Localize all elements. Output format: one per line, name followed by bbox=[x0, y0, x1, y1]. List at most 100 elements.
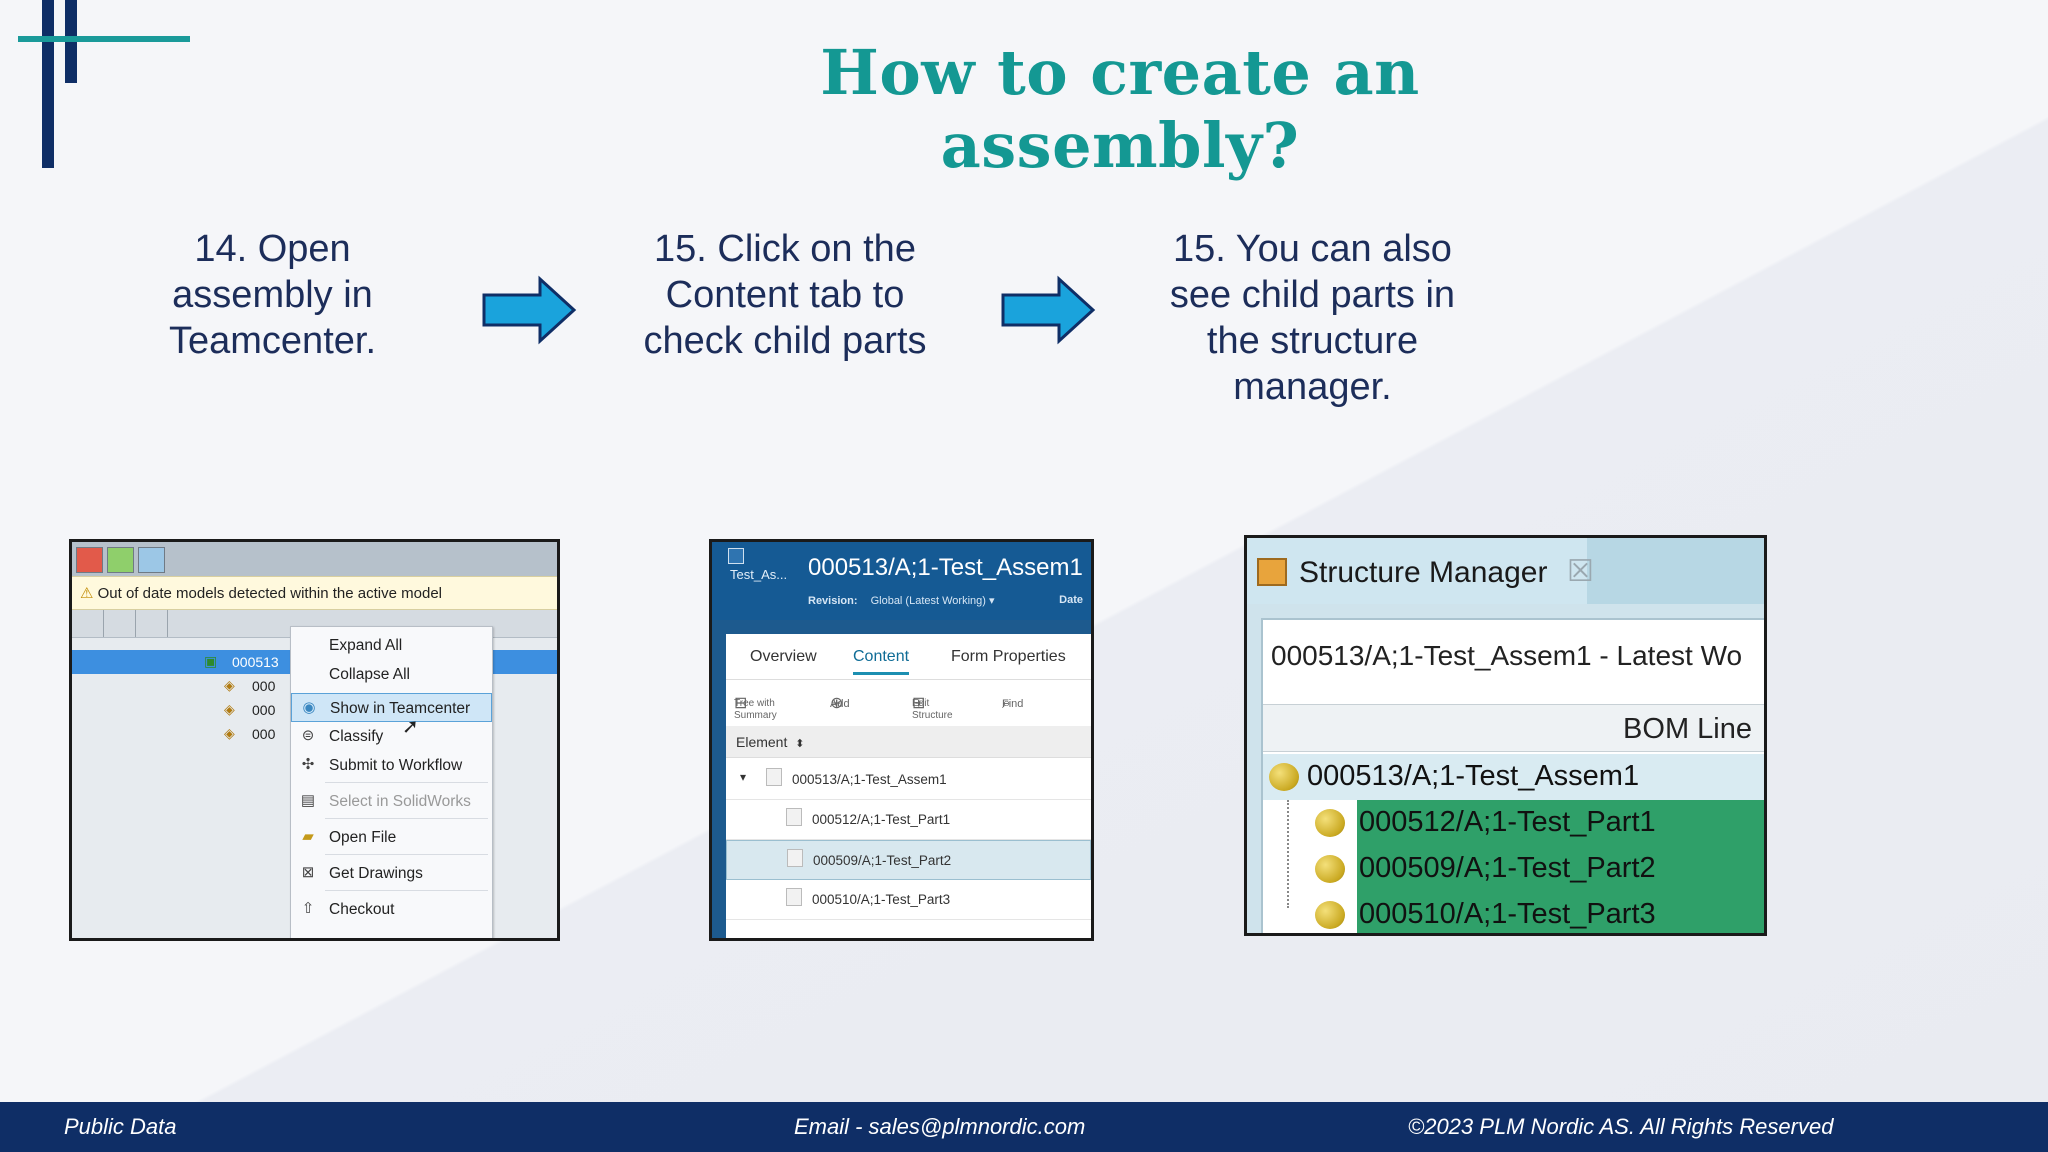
menu-separator bbox=[325, 854, 488, 855]
menu-separator bbox=[325, 890, 488, 891]
refresh-icon[interactable] bbox=[107, 547, 134, 573]
revision-rule[interactable]: Revision: Global (Latest Working) ▾ bbox=[808, 594, 995, 607]
menu-item-select-in-solidworks[interactable]: ▤ Select in SolidWorks bbox=[291, 787, 492, 816]
menu-item-expand-all[interactable]: Expand All bbox=[291, 631, 492, 660]
structure-panel: 000513/A;1-Test_Assem1 - Latest Wo BOM L… bbox=[1261, 618, 1764, 933]
tree-icon: ⊟ bbox=[734, 695, 748, 712]
column-header-bom-line[interactable]: BOM Line bbox=[1263, 704, 1764, 752]
menu-item-checkout[interactable]: ⇧ Checkout bbox=[291, 895, 492, 924]
menu-item-get-drawings[interactable]: ⊠Get Drawings bbox=[291, 859, 492, 888]
teamcenter-icon: ◉ bbox=[302, 699, 316, 716]
bom-line-row[interactable]: 000512/A;1-Test_Part1 bbox=[1263, 800, 1764, 846]
revision-label: Revision: bbox=[808, 595, 858, 607]
arrow-right-icon bbox=[482, 275, 577, 345]
tool-label: Add bbox=[830, 698, 850, 710]
tree-row[interactable]: ◈ 000 bbox=[72, 674, 557, 698]
menu-item-collapse-all[interactable]: Collapse All bbox=[291, 660, 492, 689]
step-14-text: 14. Open assembly in Teamcenter. bbox=[169, 228, 376, 362]
corner-decoration-horizontal bbox=[18, 36, 190, 42]
part-icon bbox=[1315, 809, 1345, 837]
sort-icon: ⬍ bbox=[795, 738, 805, 750]
cube-icon[interactable] bbox=[76, 547, 103, 573]
item-header: Test_As... 000513/A;1-Test_Assem1 Revisi… bbox=[712, 542, 1091, 620]
bom-line-label: 000512/A;1-Test_Part1 bbox=[1359, 806, 1656, 838]
menu-item-label: Select in SolidWorks bbox=[329, 793, 471, 810]
structure-path: 000513/A;1-Test_Assem1 - Latest Wo bbox=[1271, 640, 1743, 671]
footer-copyright: ©2023 PLM Nordic AS. All Rights Reserved bbox=[1408, 1114, 1834, 1139]
tree-row-label: 000 bbox=[252, 702, 276, 718]
item-image-icon bbox=[766, 768, 782, 786]
menu-item-classify[interactable]: ⊜Classify bbox=[291, 722, 492, 751]
menu-separator bbox=[325, 818, 488, 819]
bom-line-label: 000509/A;1-Test_Part2 bbox=[1359, 852, 1656, 884]
footer-classification: Public Data bbox=[64, 1114, 177, 1139]
revision-value: Global (Latest Working) bbox=[870, 595, 986, 607]
structure-manager-tabbar: Structure Manager ☒ bbox=[1247, 538, 1764, 604]
screenshot-teamcenter-content: Test_As... 000513/A;1-Test_Assem1 Revisi… bbox=[709, 539, 1094, 941]
context-menu: Expand All Collapse All ◉ Show in Teamcen… bbox=[290, 626, 493, 938]
classify-icon: ⊜ bbox=[301, 727, 315, 744]
menu-item-submit-to-workflow[interactable]: ✣Submit to Workflow bbox=[291, 751, 492, 780]
menu-item-label: Expand All bbox=[329, 637, 403, 654]
tree-row[interactable]: ◈ 000 bbox=[72, 722, 557, 746]
chevron-down-icon: ▾ bbox=[989, 595, 995, 607]
bom-line-label: 000510/A;1-Test_Part3 bbox=[1359, 898, 1656, 930]
tab-overview[interactable]: Overview bbox=[750, 648, 817, 665]
solidworks-icon: ▤ bbox=[300, 792, 316, 809]
tab-form-properties[interactable]: Form Properties bbox=[951, 648, 1066, 665]
footer-email[interactable]: Email - sales@plmnordic.com bbox=[794, 1114, 1086, 1139]
screenshot-solidworks-menu: ⚠ Out of date models detected within the… bbox=[69, 539, 560, 941]
tab-bar: Overview Content Form Properties bbox=[726, 634, 1091, 680]
toolbar bbox=[72, 542, 557, 576]
bom-line-label: 000513/A;1-Test_Assem1 bbox=[1307, 760, 1640, 792]
tab-content[interactable]: Content bbox=[853, 648, 910, 675]
menu-item-open-file[interactable]: ▰Open File bbox=[291, 823, 492, 852]
content-toolbar: ⊟ Tree with Summary ⊕ Add ⊞ Edit Structu… bbox=[726, 686, 1091, 722]
bom-line-row[interactable]: 000513/A;1-Test_Assem1 bbox=[1263, 754, 1764, 800]
workflow-icon: ✣ bbox=[301, 756, 315, 773]
menu-item-label: Checkout bbox=[329, 901, 395, 918]
part-icon: ◈ bbox=[224, 701, 235, 717]
item-image-icon bbox=[786, 888, 802, 906]
screenshot-structure-manager: Structure Manager ☒ 000513/A;1-Test_Asse… bbox=[1244, 535, 1767, 936]
bom-line-row[interactable]: 000510/A;1-Test_Part3 bbox=[1263, 892, 1764, 933]
chevron-down-icon[interactable]: ▾ bbox=[740, 770, 747, 784]
arrow-right-icon bbox=[1001, 275, 1096, 345]
column-label: BOM Line bbox=[1623, 713, 1752, 745]
bom-line-row[interactable]: 000509/A;1-Test_Part2 bbox=[1263, 846, 1764, 892]
checkout-icon: ⇧ bbox=[301, 900, 315, 917]
tree-row-label: 000513 bbox=[232, 654, 279, 670]
row-label: 000513/A;1-Test_Assem1 bbox=[792, 772, 947, 787]
drawings-icon: ⊠ bbox=[301, 864, 315, 881]
table-row[interactable]: 000510/A;1-Test_Part3 bbox=[726, 880, 1091, 920]
part-icon: ◈ bbox=[224, 725, 235, 741]
row-label: 000509/A;1-Test_Part2 bbox=[813, 853, 952, 868]
item-short-name: Test_As... bbox=[730, 567, 788, 582]
content-panel: Overview Content Form Properties ⊟ Tree … bbox=[726, 634, 1091, 938]
menu-item-label: Show in Teamcenter bbox=[330, 700, 471, 717]
tree-row[interactable]: ◈ 000 bbox=[72, 698, 557, 722]
corner-decoration-vertical-long bbox=[42, 0, 54, 168]
table-row[interactable]: 000512/A;1-Test_Part1 bbox=[726, 800, 1091, 840]
part-icon bbox=[1315, 855, 1345, 883]
assembly-icon: ▣ bbox=[204, 653, 218, 669]
menu-item-label: Collapse All bbox=[329, 666, 410, 683]
warning-bar: ⚠ Out of date models detected within the… bbox=[72, 576, 557, 610]
tab-structure-manager[interactable]: Structure Manager bbox=[1247, 538, 1587, 604]
table-row[interactable]: ▾ 000513/A;1-Test_Assem1 bbox=[726, 760, 1091, 800]
tree-row-label: 000 bbox=[252, 678, 276, 694]
warning-icon: ⚠ bbox=[80, 585, 94, 602]
teamcenter-icon[interactable] bbox=[138, 547, 165, 573]
table-row[interactable]: 000509/A;1-Test_Part2 bbox=[726, 840, 1091, 880]
menu-item-show-in-teamcenter[interactable]: ◉ Show in Teamcenter bbox=[291, 693, 492, 722]
add-icon: ⊕ bbox=[830, 695, 844, 712]
tree-row-label: 000 bbox=[252, 726, 276, 742]
tool-label: Find bbox=[1002, 698, 1024, 710]
item-thumbnail-icon bbox=[728, 548, 744, 564]
column-header-element[interactable]: Element ⬍ bbox=[726, 726, 1091, 758]
column-label: Element bbox=[736, 734, 788, 750]
slide-title: How to create an assembly? bbox=[820, 36, 1420, 182]
close-icon[interactable]: ☒ bbox=[1567, 555, 1594, 588]
item-image-icon bbox=[787, 849, 803, 867]
part-icon: ◈ bbox=[224, 677, 235, 693]
